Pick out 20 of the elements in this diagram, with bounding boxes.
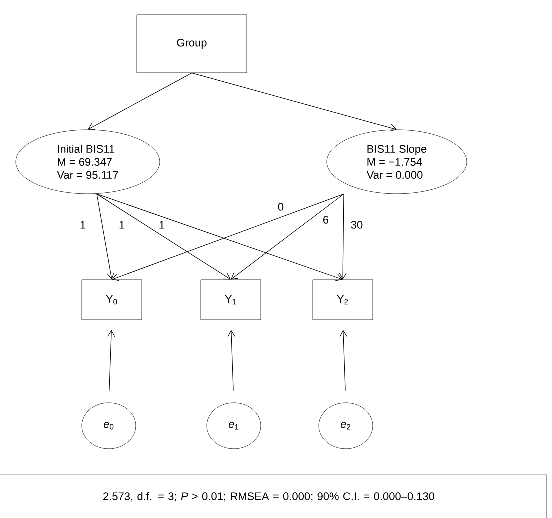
- arrow: [228, 330, 236, 392]
- arrow: [96, 194, 115, 280]
- observed-box: Y$_{2}$: [312, 280, 374, 320]
- arrow: [340, 330, 348, 392]
- arrow: [339, 194, 347, 280]
- arrow: [108, 330, 116, 392]
- fit-statistics-box: 2.573, d.f. = 3; P > 0.01; RMSEA = 0.000; 90% C.I. = 0.000–0.130: [0, 474, 548, 518]
- observed-box: Y$_{1}$: [200, 280, 262, 320]
- observed-box: Y$_{0}$: [82, 280, 142, 320]
- edge-label: 6: [322, 215, 330, 225]
- edge-label: 30: [350, 220, 364, 230]
- arrow: [88, 72, 192, 130]
- edge-label: 1: [118, 220, 126, 230]
- arrow: [192, 72, 397, 132]
- arrow: [96, 194, 231, 280]
- group-box: Group: [136, 14, 248, 74]
- edge-label: 1: [158, 220, 166, 230]
- arrow: [231, 194, 344, 280]
- edge-label: 0: [276, 202, 286, 212]
- edge-label: 1: [78, 220, 88, 230]
